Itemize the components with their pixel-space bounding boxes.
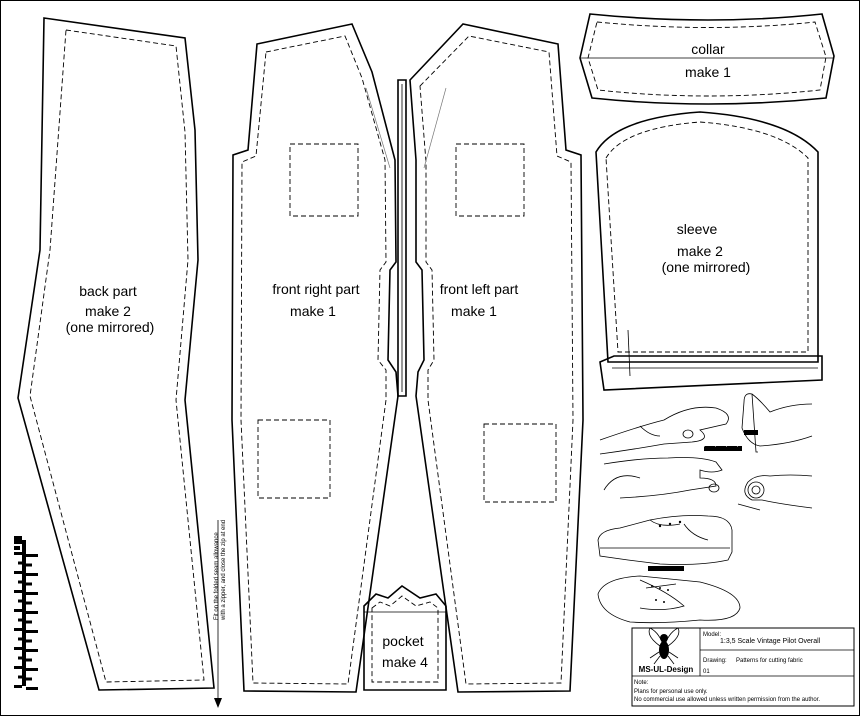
back-part-note: (one mirrored)	[66, 319, 155, 335]
pocket-qty: make 4	[382, 654, 428, 670]
ruler-tick	[26, 601, 32, 605]
ruler-tick	[14, 552, 22, 555]
ruler-tick	[26, 677, 32, 681]
fold-note-line2: with a zipper, and close the zip at end	[221, 520, 227, 621]
back-part-piece: back part make 2 (one mirrored)	[17, 17, 215, 691]
hand-pinch-icon	[599, 393, 813, 455]
shoe-side-icon	[597, 515, 733, 571]
ruler-tick	[18, 656, 22, 660]
ruler-tick	[14, 571, 22, 574]
hand-grip-icon	[737, 474, 813, 511]
sleeve-note: (one mirrored)	[662, 259, 751, 275]
model-value: 1:3,5 Scale Vintage Pilot Overall	[720, 638, 821, 645]
back-part-label: back part	[79, 283, 137, 299]
front-left-qty: make 1	[451, 303, 497, 319]
title-block: MS-UL-Design Model: 1:3,5 Scale Vintage …	[631, 627, 855, 707]
ruler-tick	[14, 647, 22, 650]
collar-qty: make 1	[685, 64, 731, 80]
drawing-value: Patterns for cutting fabric	[736, 658, 803, 664]
ruler-tick	[14, 666, 22, 669]
ruler-tick	[18, 561, 22, 565]
ruler-tick	[18, 675, 22, 679]
collar-piece: collar make 1	[579, 13, 835, 105]
ruler-tick	[14, 685, 22, 688]
front-right-label: front right part	[272, 281, 359, 297]
ruler-tick	[26, 687, 38, 690]
ruler-tick	[18, 599, 22, 603]
ruler-tick	[14, 628, 22, 631]
sleeve-piece: sleeve make 2 (one mirrored)	[595, 111, 823, 391]
sleeve-label: sleeve	[677, 221, 718, 237]
front-left-label: front left part	[440, 281, 519, 297]
note-line1: Plans for personal use only.	[634, 689, 708, 695]
ruler-tick	[14, 609, 22, 612]
front-right-part-piece: front right part make 1	[231, 23, 399, 693]
fold-note-line1: Fit on the folded seam allowance	[214, 532, 220, 620]
back-part-qty: make 2	[85, 303, 131, 319]
ruler-tick	[26, 573, 38, 576]
ruler-tick	[26, 630, 38, 633]
pocket-piece: pocket make 4	[363, 584, 447, 691]
fold-arrow-head	[214, 698, 222, 708]
ruler-tick	[26, 668, 38, 671]
fly-icon	[648, 627, 680, 665]
ruler-tick	[26, 611, 38, 614]
note-line2: No commercial use allowed unless written…	[634, 697, 820, 703]
ruler-tick	[26, 592, 38, 595]
hand-flat-icon	[603, 457, 723, 499]
ruler-tick	[26, 649, 38, 652]
shoe-top-icon	[597, 575, 741, 624]
model-label: Model:	[703, 632, 721, 638]
drawing-label: Drawing:	[703, 658, 727, 664]
ruler-tick	[26, 563, 32, 567]
fold-note: Fit on the folded seam allowance with a …	[214, 520, 227, 708]
pocket-label: pocket	[382, 633, 423, 649]
front-right-qty: make 1	[290, 303, 336, 319]
center-placket	[397, 79, 407, 397]
ruler-tick	[26, 639, 32, 643]
ruler-tick	[26, 620, 32, 624]
collar-label: collar	[691, 41, 725, 57]
ruler-tick	[18, 580, 22, 584]
brand-name: MS-UL-Design	[639, 665, 694, 674]
scale-ruler-icon	[14, 536, 38, 690]
ruler-tick	[18, 618, 22, 622]
ruler-tick	[26, 582, 32, 586]
note-label: Note:	[634, 680, 649, 686]
ruler-tick	[18, 637, 22, 641]
ruler-tick	[26, 658, 32, 662]
sleeve-qty: make 2	[677, 243, 723, 259]
drawing-number: 01	[703, 669, 710, 675]
ruler-tick	[26, 554, 38, 557]
ruler-tick	[14, 590, 22, 593]
front-left-part-piece: front left part make 1	[409, 23, 584, 693]
